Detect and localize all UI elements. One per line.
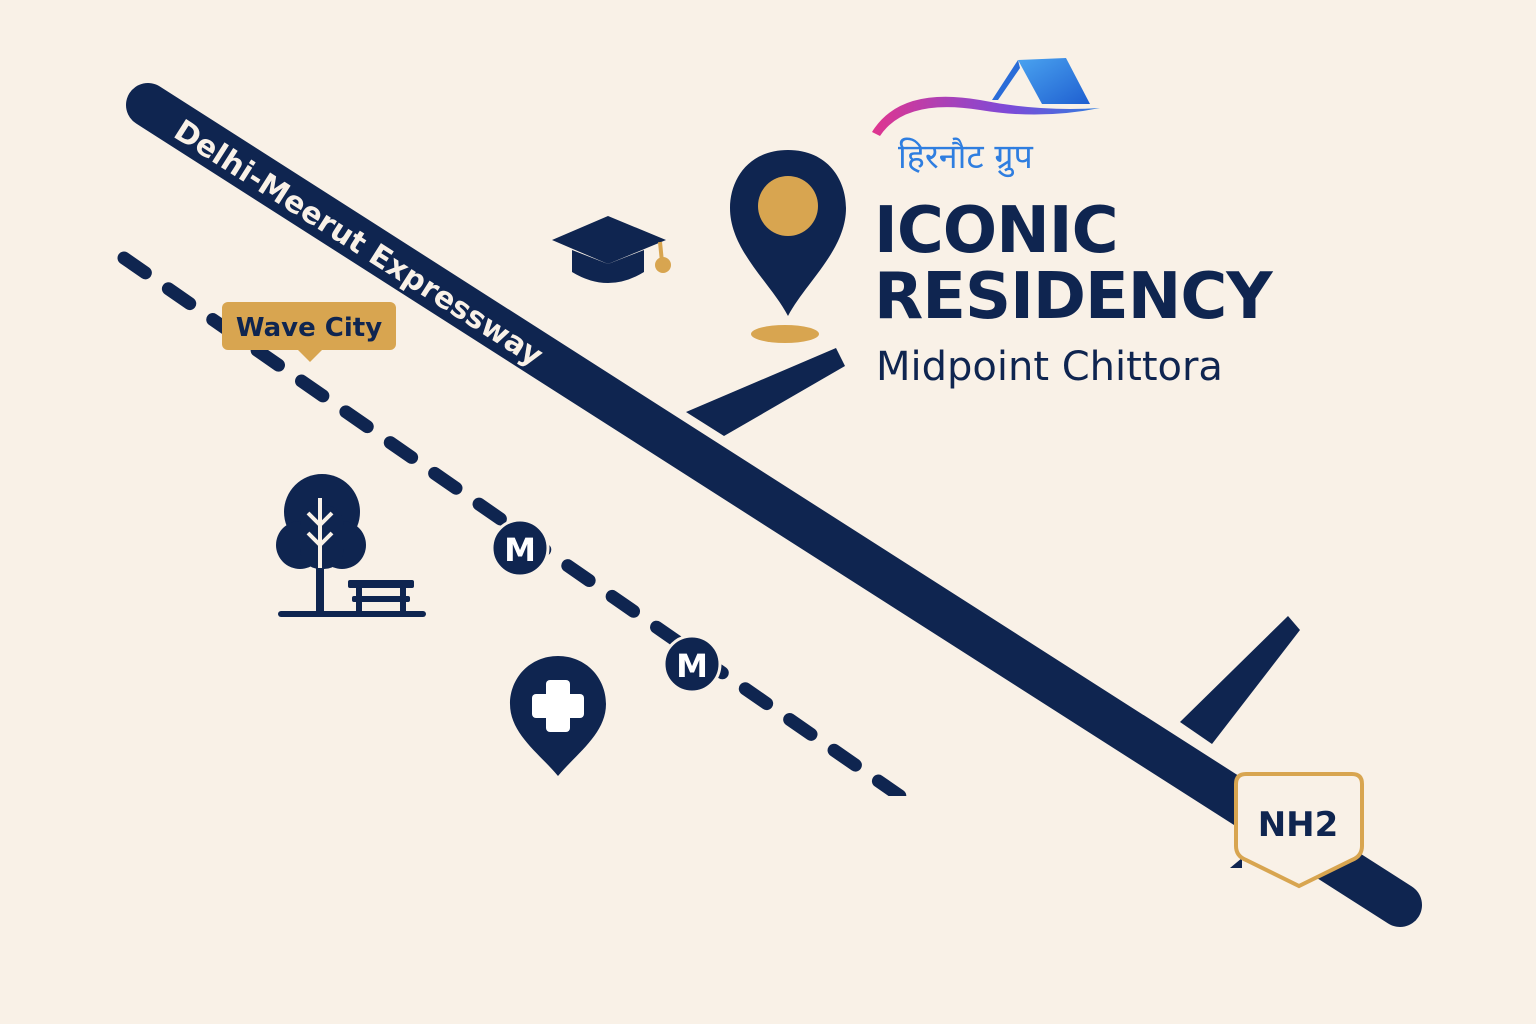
project-subtitle: Midpoint Chittora [876, 344, 1223, 390]
metro-station-label: M [504, 531, 536, 569]
wave-city-callout: Wave City [222, 302, 396, 362]
nh2-label: NH2 [1258, 805, 1339, 845]
highway-shield-icon: NH2 [1230, 772, 1364, 889]
metro-station-label: M [676, 647, 708, 685]
metro-station-icon: M [490, 518, 550, 578]
project-title-line2: RESIDENCY [874, 260, 1273, 334]
wave-city-label: Wave City [236, 313, 382, 343]
brand-logo-text: हिरनौट ग्रुप [898, 137, 1034, 178]
brand-logo: हिरनौट ग्रुप [872, 58, 1100, 178]
location-pin-icon [730, 150, 846, 343]
graduation-cap-icon [552, 216, 671, 283]
project-title: ICONIC RESIDENCY [874, 194, 1273, 334]
expressway [126, 83, 1422, 927]
project-title-line1: ICONIC [874, 194, 1119, 268]
park-tree-bench-icon [276, 474, 426, 617]
metro-station-icon: M [662, 634, 722, 694]
hospital-pin-icon [510, 656, 606, 776]
